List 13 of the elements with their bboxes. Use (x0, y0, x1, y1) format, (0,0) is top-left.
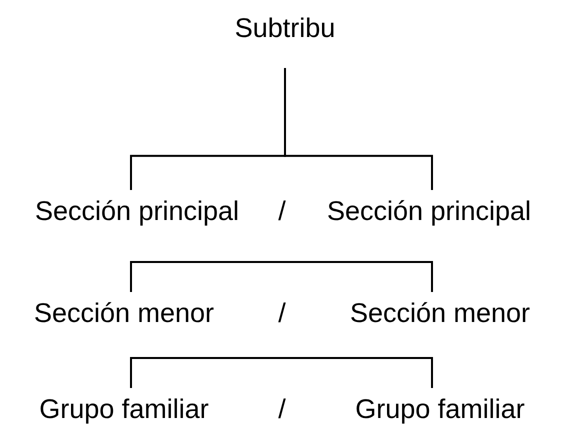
taxon-label: Subtribu (185, 8, 385, 48)
separator-slash: / (277, 392, 287, 426)
taxon-label: Sección principal (296, 190, 562, 232)
taxon-label: Sección menor (4, 292, 244, 334)
taxon-label: Sección menor (320, 292, 560, 334)
separator-slash: / (277, 194, 287, 228)
connector-line (130, 357, 433, 388)
connector-line (130, 261, 433, 292)
separator-slash: / (277, 296, 287, 330)
taxon-label: Sección principal (4, 190, 270, 232)
taxon-label: Grupo familiar (320, 388, 560, 430)
connector-line (284, 68, 433, 190)
taxon-label: Grupo familiar (4, 388, 244, 430)
